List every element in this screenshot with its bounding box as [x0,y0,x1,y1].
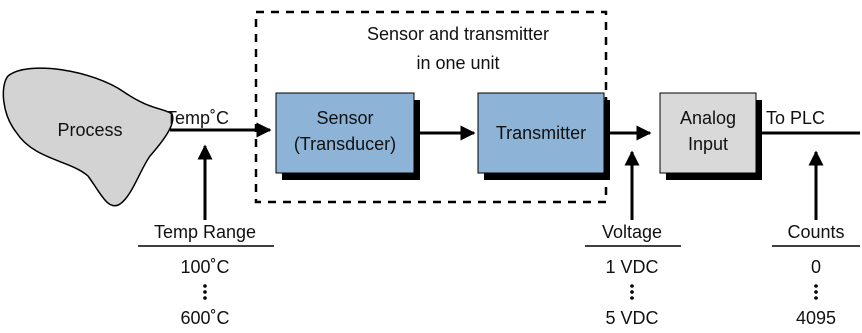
plc-signal-label: To PLC [766,108,825,128]
unit-label-line2: in one unit [416,53,499,73]
temp-range-high: 600˚C [180,308,229,328]
sensor-box [275,92,415,174]
temp-range-dot [203,284,207,288]
counts-low: 0 [811,257,821,277]
temp-range-dot [203,290,207,294]
counts-high: 4095 [796,308,836,328]
counts-dot [814,284,818,288]
counts-dot [814,290,818,294]
voltage-title: Voltage [602,222,662,242]
sensor-label-line1: Sensor [316,108,373,128]
voltage-dot [630,296,634,300]
unit-label-line1: Sensor and transmitter [367,24,549,44]
process-shape [2,67,174,207]
voltage-low: 1 VDC [605,257,658,277]
counts-dot [814,296,818,300]
temp-range-dot [203,296,207,300]
temp-signal-label: Temp˚C [166,108,229,128]
analog-input-label-line2: Input [688,134,728,154]
analog-input-box [659,92,757,174]
voltage-high: 5 VDC [605,308,658,328]
temp-range-low: 100˚C [180,257,229,277]
voltage-dot [630,284,634,288]
process-label: Process [57,120,122,140]
counts-title: Counts [787,222,844,242]
voltage-dot [630,290,634,294]
sensor-label-line2: (Transducer) [294,134,396,154]
transmitter-label: Transmitter [496,123,586,143]
analog-input-label-line1: Analog [680,108,736,128]
temp-range-title: Temp Range [154,222,256,242]
transmitter-box [477,92,605,174]
